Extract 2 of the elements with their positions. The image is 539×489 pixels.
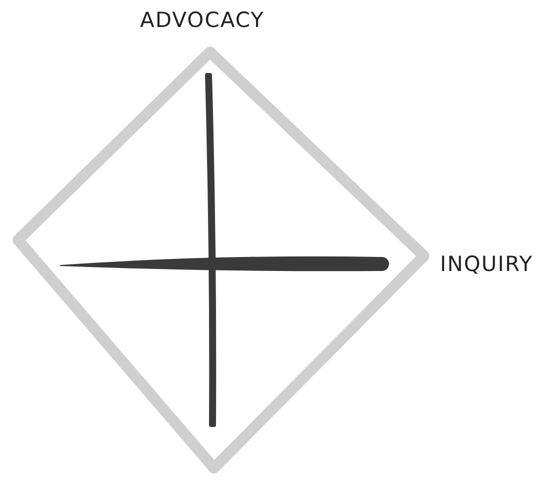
axis-label: INQUIRY [440, 252, 534, 276]
axis-label: ADVOCACY [140, 8, 264, 32]
